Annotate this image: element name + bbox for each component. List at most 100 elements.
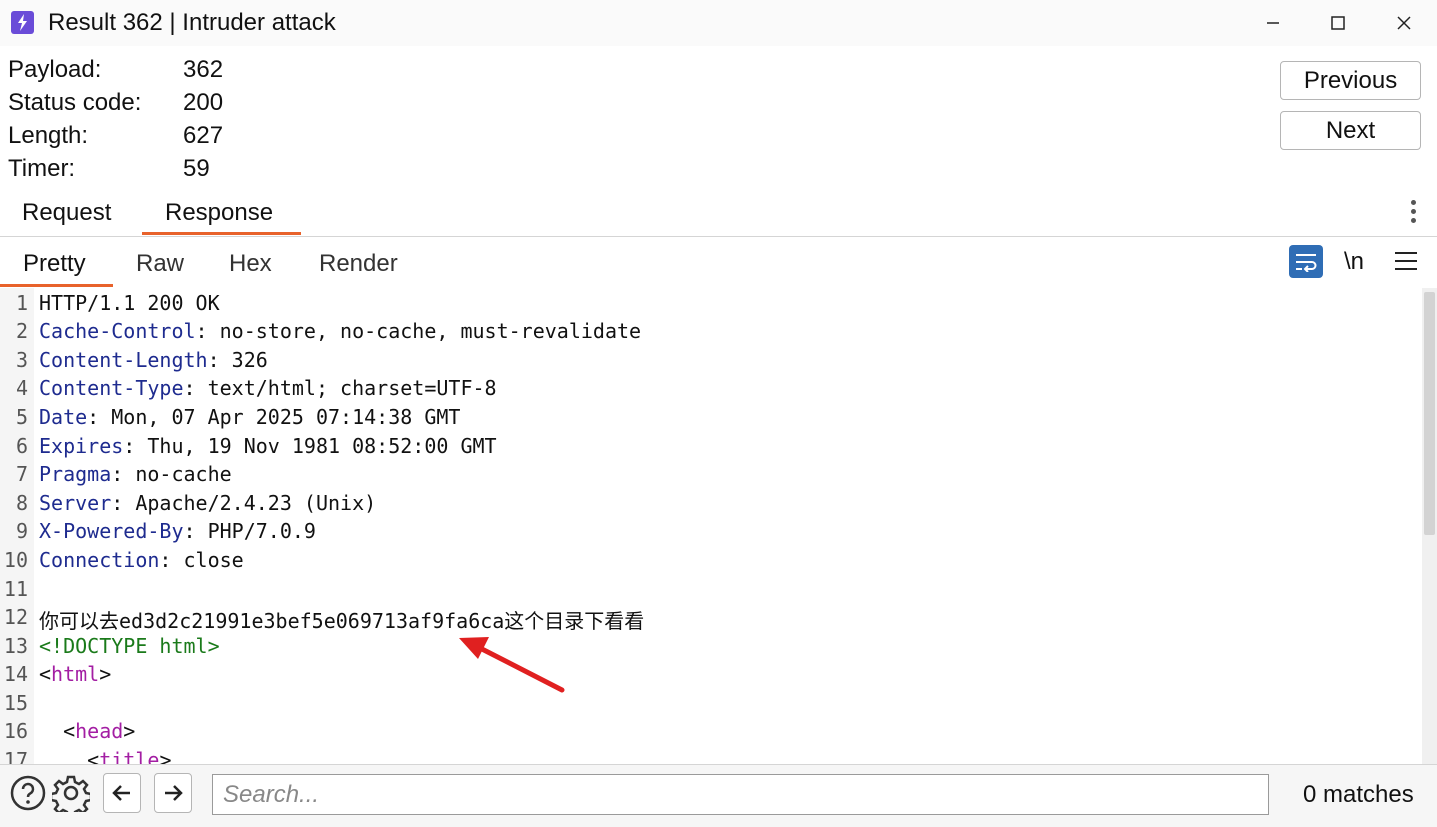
header-name: Date (39, 405, 88, 429)
menu-icon[interactable] (1395, 252, 1417, 272)
code-token: : (111, 491, 136, 515)
line-number: 2 (15, 319, 28, 343)
timer-value: 59 (183, 155, 210, 182)
timer-label: Timer: (8, 155, 76, 182)
line-number: 17 (3, 748, 28, 764)
header-name: Cache-Control (39, 319, 196, 343)
arrow-right-icon[interactable] (154, 773, 192, 813)
code-token: < (39, 719, 76, 743)
code-line[interactable]: 4 Content-Type: text/html; charset=UTF-8 (0, 376, 1420, 404)
code-text: Expires: Thu, 19 Nov 1981 08:52:00 GMT (39, 434, 497, 458)
code-token: PHP/7.0.9 (207, 519, 316, 543)
header-name: Content-Length (39, 348, 208, 372)
code-text: Content-Type: text/html; charset=UTF-8 (39, 376, 497, 400)
code-token: : (87, 405, 112, 429)
subtab-hex[interactable]: Hex (229, 250, 272, 277)
next-button[interactable]: Next (1280, 111, 1421, 150)
html-tag-name: head (75, 719, 124, 743)
line-number: 14 (3, 662, 28, 686)
code-token: no-store, no-cache, must-revalidate (219, 319, 642, 343)
burp-bolt-icon (11, 11, 34, 34)
arrow-left-icon[interactable] (103, 773, 141, 813)
code-token: : (183, 376, 208, 400)
code-line[interactable]: 13<!DOCTYPE html> (0, 634, 1420, 662)
close-icon[interactable] (1381, 4, 1427, 42)
word-wrap-icon[interactable] (1289, 245, 1323, 278)
line-number: 11 (3, 577, 28, 601)
code-text: <!DOCTYPE html> (39, 634, 220, 658)
code-text: Pragma: no-cache (39, 462, 232, 486)
code-line[interactable]: 2 Cache-Control: no-store, no-cache, must… (0, 319, 1420, 347)
subtab-render[interactable]: Render (319, 250, 398, 277)
active-tab-indicator (142, 232, 301, 235)
tab-request[interactable]: Request (22, 199, 112, 226)
code-token: : (123, 434, 148, 458)
tab-response[interactable]: Response (165, 199, 274, 226)
window-title: Result 362 | Intruder attack (48, 9, 336, 36)
title-bar: Result 362 | Intruder attack (0, 0, 1437, 46)
subtab-pretty[interactable]: Pretty (23, 250, 86, 277)
code-text: HTTP/1.1 200 OK (39, 291, 220, 315)
code-text: <head> (39, 719, 135, 743)
code-line[interactable]: 15 (0, 691, 1420, 719)
line-number: 4 (15, 376, 28, 400)
code-token: Mon, 07 Apr 2025 07:14:38 GMT (111, 405, 461, 429)
code-line[interactable]: 17 <title> (0, 748, 1420, 764)
code-token: < (39, 748, 100, 764)
payload-value: 362 (183, 56, 224, 83)
code-line[interactable]: 14 <html> (0, 662, 1420, 690)
code-token: : (183, 519, 208, 543)
code-text: Server: Apache/2.4.23 (Unix) (39, 491, 376, 515)
code-token: > (123, 719, 136, 743)
code-token: > (99, 662, 112, 686)
active-subtab-indicator (0, 284, 113, 287)
code-token: HTTP/1.1 200 OK (39, 291, 220, 315)
code-text: Cache-Control: no-store, no-cache, must-… (39, 319, 641, 343)
header-name: Content-Type (39, 376, 184, 400)
header-name: Expires (39, 434, 124, 458)
match-count: 0 matches (1303, 781, 1414, 808)
header-name: Connection (39, 548, 160, 572)
code-token: : (207, 348, 232, 372)
settings-gear-icon[interactable] (52, 773, 90, 813)
code-token: > (159, 748, 172, 764)
line-number: 12 (3, 605, 28, 629)
show-newlines-button[interactable]: \n (1344, 248, 1365, 275)
previous-button[interactable]: Previous (1280, 61, 1421, 100)
line-number: 10 (3, 548, 28, 572)
code-text: Connection: close (39, 548, 244, 572)
help-icon[interactable] (9, 773, 47, 813)
line-number-gutter (0, 288, 34, 764)
code-token: text/html; charset=UTF-8 (207, 376, 497, 400)
html-tag-name: html (51, 662, 100, 686)
more-options-icon[interactable] (1408, 200, 1418, 228)
code-token: Apache/2.4.23 (Unix) (135, 491, 377, 515)
search-input[interactable]: Search... (212, 774, 1269, 815)
maximize-icon[interactable] (1315, 4, 1361, 42)
code-text: Content-Length: 326 (39, 348, 268, 372)
code-line[interactable]: 11 (0, 577, 1420, 605)
code-token: 326 (231, 348, 268, 372)
subtab-raw[interactable]: Raw (136, 250, 185, 277)
minimize-icon[interactable] (1250, 4, 1296, 42)
status-code-value: 200 (183, 89, 224, 116)
payload-label: Payload: (8, 56, 102, 83)
html-tag-name: title (99, 748, 160, 764)
header-name: Pragma (39, 462, 112, 486)
length-label: Length: (8, 122, 89, 149)
code-line[interactable]: 16 <head> (0, 719, 1420, 747)
code-token: < (39, 662, 52, 686)
code-token: <!DOCTYPE html> (39, 634, 220, 658)
code-line[interactable]: 10 Connection: close (0, 548, 1420, 576)
editor-scrollbar-thumb[interactable] (1424, 292, 1435, 535)
code-text: <html> (39, 662, 111, 686)
